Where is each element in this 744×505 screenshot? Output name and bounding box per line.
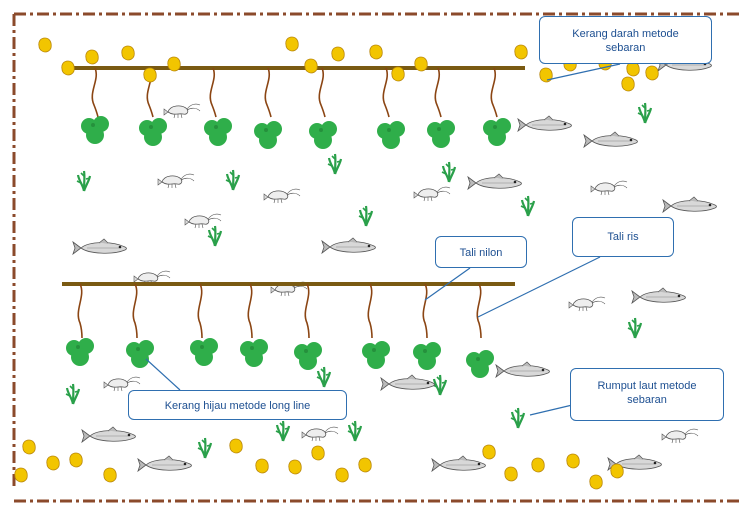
callout-seaweed-line1: Rumput laut metode xyxy=(571,379,723,393)
callout-green-mussel-text: Kerang hijau metode long line xyxy=(129,399,346,413)
callout-nylon-rope: Tali nilon xyxy=(435,236,527,268)
callout-ris-rope: Tali ris xyxy=(572,217,674,257)
callout-nylon-rope-text: Tali nilon xyxy=(436,246,526,260)
green-mussel-icons-top xyxy=(81,116,511,149)
callout-seaweed-line2: sebaran xyxy=(571,393,723,407)
callout-blood-cockle: Kerang darah metode sebaran xyxy=(539,16,712,64)
blood-cockle-icons xyxy=(15,37,658,489)
callout-seaweed: Rumput laut metode sebaran xyxy=(570,368,724,421)
callout-blood-cockle-line1: Kerang darah metode xyxy=(540,27,711,41)
callout-ris-rope-text: Tali ris xyxy=(573,230,673,244)
long-line-top xyxy=(72,68,525,149)
green-mussel-icons-bottom xyxy=(66,338,494,378)
long-line-bottom xyxy=(62,284,515,378)
callout-green-mussel: Kerang hijau metode long line xyxy=(128,390,347,420)
callout-blood-cockle-line2: sebaran xyxy=(540,41,711,55)
